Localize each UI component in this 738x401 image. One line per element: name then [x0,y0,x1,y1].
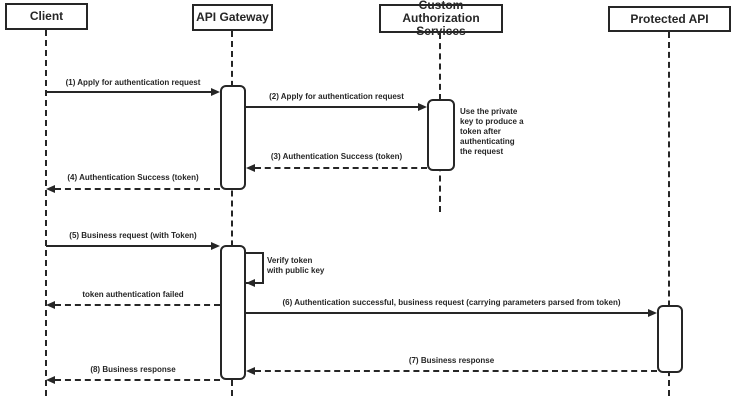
message-line-8 [55,379,220,381]
participant-client-label: Client [29,9,64,23]
arrowhead-left-icon [246,279,255,287]
arrowhead-left-icon [246,367,255,375]
message-label-2: (2) Apply for authentication request [269,92,404,101]
arrowhead-right-icon [648,309,657,317]
activation-api-gateway-auth [220,85,246,190]
message-line-4 [55,188,220,190]
message-label-8: (8) Business response [90,365,176,374]
arrowhead-left-icon [46,301,55,309]
message-line-2 [246,106,418,108]
message-line-1 [46,91,211,93]
participant-client: Client [5,3,88,30]
message-label-7: (7) Business response [408,356,495,365]
self-message-label: Verify token with public key [267,256,325,275]
participant-api-gateway: API Gateway [192,4,273,31]
participant-custom-authorization-label: Custom Authorization Services [402,0,480,38]
lifeline-api-gateway [231,31,233,396]
note-private-key: Use the private key to produce a token a… [460,107,524,156]
message-label-6: (6) Authentication successful, business … [282,298,621,307]
self-message-loop [246,252,264,284]
message-line-7 [255,370,657,372]
message-label-3: (3) Authentication Success (token) [270,152,403,161]
lifeline-client [45,30,47,396]
arrowhead-right-icon [211,242,220,250]
participant-protected-api-label: Protected API [630,11,709,26]
message-label-token-failed: token authentication failed [82,290,184,299]
message-label-1: (1) Apply for authentication request [65,78,201,87]
message-label-4: (4) Authentication Success (token) [67,173,199,182]
arrowhead-left-icon [46,185,55,193]
message-line-token-failed [55,304,220,306]
message-line-3 [255,167,427,169]
participant-protected-api: Protected API [608,6,731,32]
arrowhead-right-icon [418,103,427,111]
message-line-6 [246,312,648,314]
arrowhead-right-icon [211,88,220,96]
arrowhead-left-icon [246,164,255,172]
message-label-5: (5) Business request (with Token) [69,231,197,240]
participant-api-gateway-label: API Gateway [196,10,269,24]
activation-protected-api [657,305,683,373]
activation-custom-authorization [427,99,455,171]
lifeline-protected-api [668,32,670,396]
participant-custom-authorization: Custom Authorization Services [379,0,503,38]
activation-api-gateway-business [220,245,246,380]
arrowhead-left-icon [46,376,55,384]
message-line-5 [46,245,211,247]
